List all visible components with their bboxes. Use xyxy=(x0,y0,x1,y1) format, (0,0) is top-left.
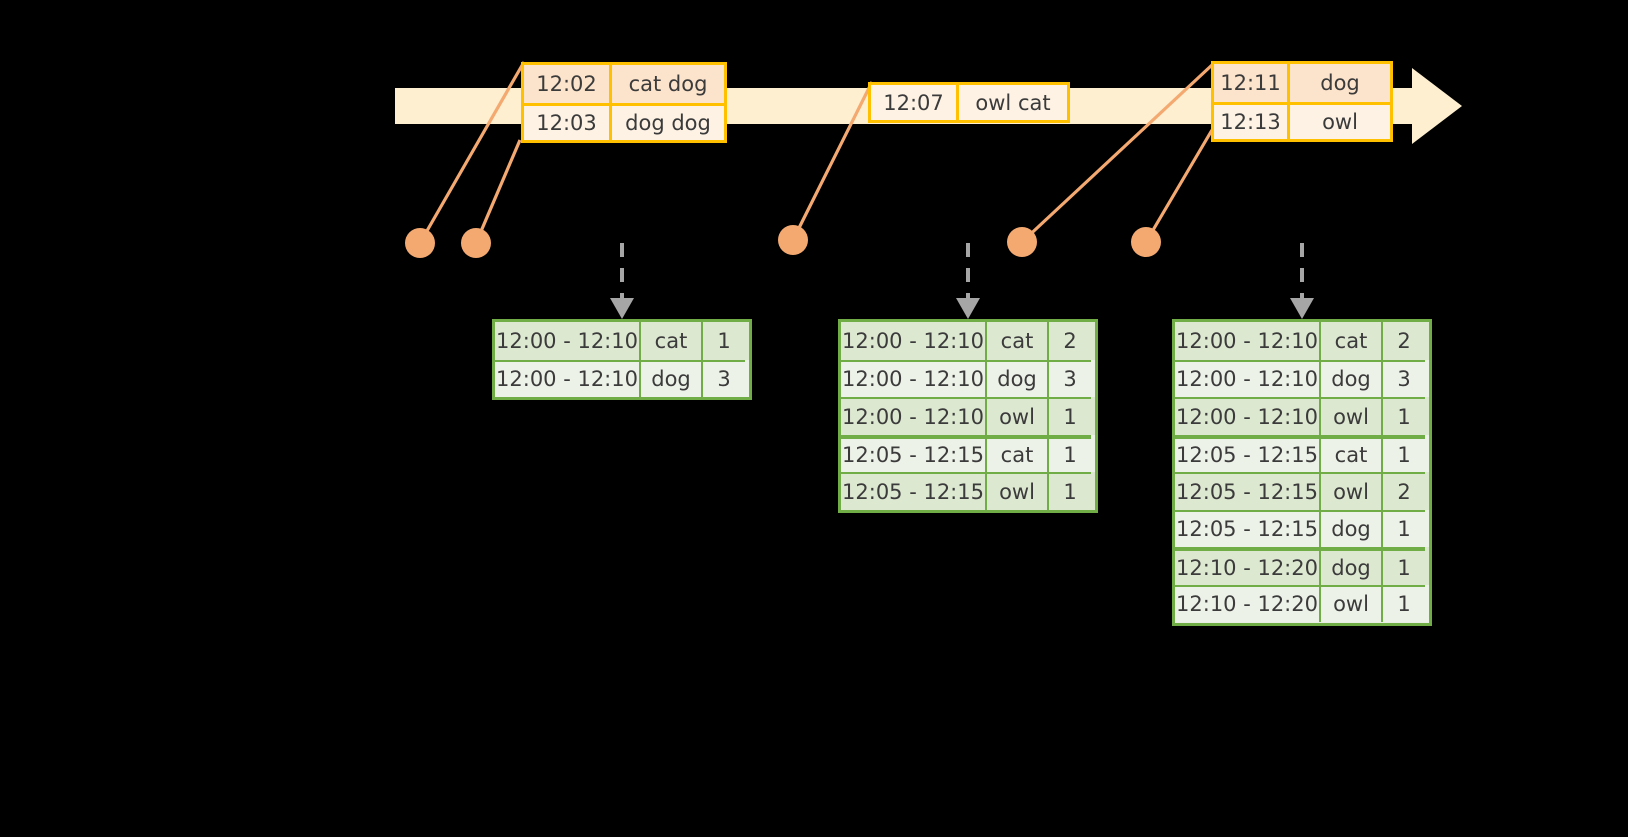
event-dot-4 xyxy=(1007,227,1037,257)
event-dots xyxy=(405,225,1161,258)
cell-count: 1 xyxy=(1049,472,1091,510)
cell-count: 3 xyxy=(1383,359,1425,398)
cell-count: 1 xyxy=(1383,509,1425,548)
cell-count: 3 xyxy=(703,359,745,398)
event-data: dog xyxy=(1320,71,1360,95)
result-table-2[interactable]: 12:00 - 12:10 cat 2 12:00 - 12:10 dog 3 … xyxy=(838,319,1098,513)
result-table-1[interactable]: 12:00 - 12:10 cat 1 12:00 - 12:10 dog 3 xyxy=(492,319,752,400)
event-row[interactable]: 12:03 dog dog xyxy=(524,103,724,140)
cell-key: owl xyxy=(1321,397,1383,435)
cell-window: 12:00 - 12:10 xyxy=(841,359,987,397)
cell-count: 1 xyxy=(1383,397,1425,435)
cell-window: 12:05 - 12:15 xyxy=(1175,509,1321,547)
connector-line-1 xyxy=(418,61,526,244)
table-row[interactable]: 12:00 - 12:10 cat 1 xyxy=(495,322,749,360)
dashed-arrow-3-head xyxy=(1290,298,1314,319)
dashed-arrow-1-head xyxy=(610,298,634,319)
event-row[interactable]: 12:13 owl xyxy=(1214,102,1390,139)
cell-key: owl xyxy=(987,472,1049,510)
cell-key: dog xyxy=(987,359,1049,397)
event-time: 12:07 xyxy=(871,85,959,120)
event-time: 12:11 xyxy=(1214,64,1290,102)
result-table-3[interactable]: 12:00 - 12:10 cat 2 12:00 - 12:10 dog 3 … xyxy=(1172,319,1432,626)
cell-key: dog xyxy=(1321,359,1383,397)
event-dot-2 xyxy=(461,228,491,258)
table-row[interactable]: 12:00 - 12:10 cat 2 xyxy=(1175,322,1429,360)
event-data: owl cat xyxy=(975,90,1051,115)
event-row[interactable]: 12:11 dog xyxy=(1214,64,1390,102)
cell-key: cat xyxy=(1321,434,1383,472)
cell-key: cat xyxy=(987,434,1049,472)
dashed-arrow-2-head xyxy=(956,298,980,319)
cell-key: dog xyxy=(1321,509,1383,547)
table-row[interactable]: 12:00 - 12:10 owl 1 xyxy=(841,397,1095,435)
connector-line-5 xyxy=(1144,129,1214,243)
event-dot-3 xyxy=(778,225,808,255)
dashed-arrow-heads xyxy=(610,298,1314,319)
cell-key: owl xyxy=(987,397,1049,435)
cell-window: 12:05 - 12:15 xyxy=(841,472,987,510)
cell-count: 2 xyxy=(1063,328,1077,353)
cell-key: dog xyxy=(1321,547,1383,585)
cell-window: 12:05 - 12:15 xyxy=(1175,434,1321,472)
cell-count: 1 xyxy=(1049,397,1091,435)
cell-count: 1 xyxy=(1383,434,1425,473)
event-box-1[interactable]: 12:02 cat dog 12:03 dog dog xyxy=(521,62,727,143)
cell-window: 12:00 - 12:10 xyxy=(1175,397,1321,435)
event-time: 12:03 xyxy=(524,103,612,140)
cell-count: 3 xyxy=(1049,359,1091,398)
cell-window: 12:00 - 12:10 xyxy=(1175,322,1321,360)
table-row[interactable]: 12:05 - 12:15 dog 1 xyxy=(1175,509,1429,548)
event-time: 12:13 xyxy=(1214,102,1290,139)
event-time: 12:02 xyxy=(524,65,612,103)
event-dot-5 xyxy=(1131,227,1161,257)
table-row[interactable]: 12:10 - 12:20 owl 1 xyxy=(1175,584,1429,623)
connector-line-3 xyxy=(791,81,874,241)
cell-count: 1 xyxy=(1383,584,1425,623)
cell-key: owl xyxy=(1321,472,1383,510)
cell-count: 2 xyxy=(1383,472,1425,510)
cell-window: 12:00 - 12:10 xyxy=(1175,359,1321,397)
event-data: owl xyxy=(1290,102,1390,139)
table-row[interactable]: 12:05 - 12:15 cat 1 xyxy=(1175,434,1429,473)
event-box-3[interactable]: 12:11 dog 12:13 owl xyxy=(1211,61,1393,142)
table-row[interactable]: 12:00 - 12:10 dog 3 xyxy=(841,359,1095,398)
table-row[interactable]: 12:00 - 12:10 dog 3 xyxy=(495,359,749,398)
table-row[interactable]: 12:05 - 12:15 owl 1 xyxy=(841,472,1095,510)
table-row[interactable]: 12:00 - 12:10 owl 1 xyxy=(1175,397,1429,435)
cell-window: 12:00 - 12:10 xyxy=(841,322,987,360)
cell-key: dog xyxy=(641,359,703,397)
cell-count: 1 xyxy=(717,328,731,353)
event-dot-1 xyxy=(405,228,435,258)
cell-count: 2 xyxy=(1397,328,1411,353)
cell-window: 12:00 - 12:10 xyxy=(495,359,641,397)
table-row[interactable]: 12:05 - 12:15 cat 1 xyxy=(841,434,1095,473)
dashed-arrows xyxy=(620,243,1304,300)
event-row[interactable]: 12:07 owl cat xyxy=(871,85,1067,120)
table-row[interactable]: 12:10 - 12:20 dog 1 xyxy=(1175,547,1429,585)
connector-line-2 xyxy=(474,139,522,244)
cell-key: cat xyxy=(641,322,703,360)
cell-window: 12:10 - 12:20 xyxy=(1175,584,1321,622)
cell-window: 12:00 - 12:10 xyxy=(841,397,987,435)
event-data: dog dog xyxy=(612,103,724,140)
cell-count: 1 xyxy=(1049,434,1091,473)
cell-key: owl xyxy=(1321,584,1383,622)
cell-window: 12:05 - 12:15 xyxy=(841,434,987,472)
cell-count: 1 xyxy=(1383,547,1425,585)
cell-window: 12:10 - 12:20 xyxy=(1175,547,1321,585)
table-row[interactable]: 12:00 - 12:10 dog 3 xyxy=(1175,359,1429,398)
event-data: cat dog xyxy=(628,72,708,96)
table-row[interactable]: 12:00 - 12:10 cat 2 xyxy=(841,322,1095,360)
table-row[interactable]: 12:05 - 12:15 owl 2 xyxy=(1175,472,1429,510)
cell-window: 12:05 - 12:15 xyxy=(1175,472,1321,510)
event-box-2[interactable]: 12:07 owl cat xyxy=(868,82,1070,123)
event-row[interactable]: 12:02 cat dog xyxy=(524,65,724,103)
cell-key: cat xyxy=(1321,322,1383,360)
cell-key: cat xyxy=(987,322,1049,360)
cell-window: 12:00 - 12:10 xyxy=(495,322,641,360)
